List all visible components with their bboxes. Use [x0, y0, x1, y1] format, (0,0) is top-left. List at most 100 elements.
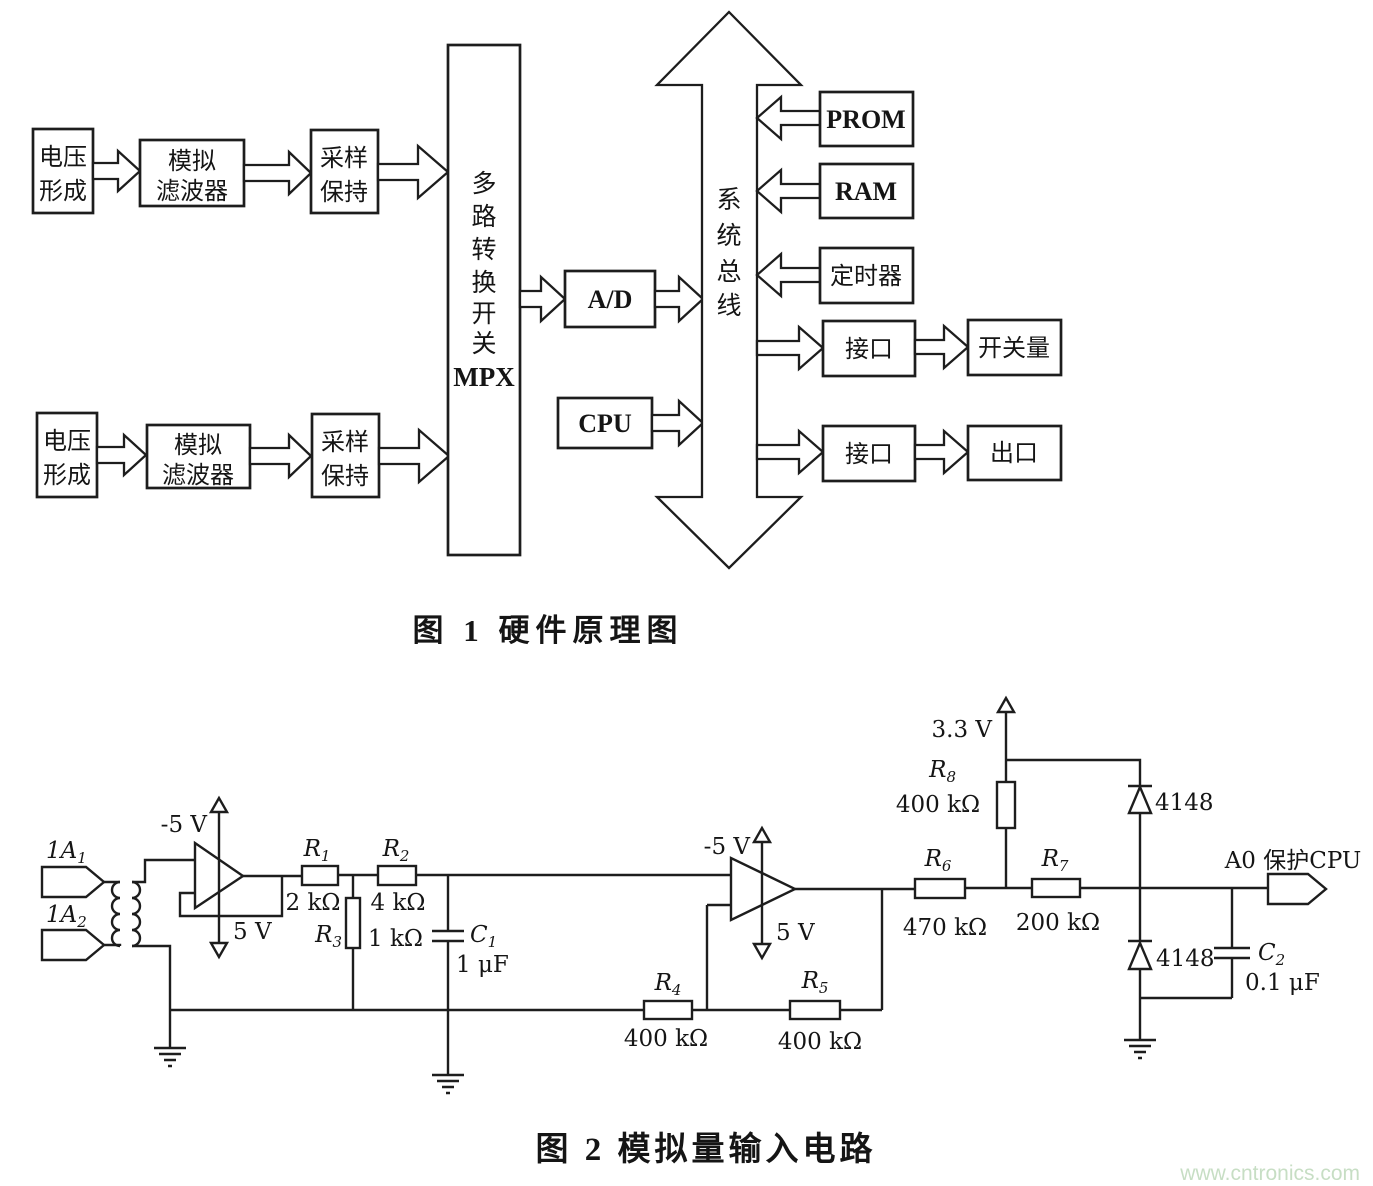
analog-filter-label2-l1: 模拟	[174, 432, 222, 459]
diode2-triangle	[1127, 939, 1153, 971]
sample-hold-label-l1: 采样	[320, 145, 368, 172]
r3-label: R3	[314, 922, 342, 951]
mpx-char-1: 多	[471, 170, 496, 198]
opamp2-vpos-label: 5 V	[776, 920, 815, 946]
analog-filter-label-l1: 模拟	[168, 148, 216, 175]
diode2-lead-bottom	[1138, 969, 1232, 1040]
input2-label: 1A2	[46, 902, 87, 931]
ground-symbol-clamp	[1124, 1038, 1156, 1060]
arrow-sample-to-mpx-bottom	[377, 427, 451, 485]
r4-label: R4	[654, 970, 682, 999]
analog-filter-label-l2: 滤波器	[156, 178, 228, 205]
arrow-sample-to-mpx-top	[376, 143, 450, 201]
diode1-label: 4148	[1155, 790, 1214, 816]
io1-box	[821, 319, 917, 378]
r2-body	[376, 864, 418, 887]
timer-label: 定时器	[830, 263, 902, 290]
c1-sub: 1	[488, 933, 498, 951]
diode1-triangle	[1127, 783, 1153, 815]
input2-terminal	[40, 928, 106, 962]
r4-ref: R	[654, 970, 672, 996]
sample-hold-label2-l2: 保持	[321, 463, 369, 490]
input1-terminal	[40, 865, 106, 899]
c1-label: C1	[470, 922, 497, 951]
opamp1-feedback-wire	[178, 876, 284, 918]
arrow-timer-to-bus	[755, 251, 822, 299]
r7-body	[1030, 877, 1082, 899]
prom-box	[818, 90, 915, 148]
c1-value: 1 μF	[456, 952, 509, 978]
output-label: A0 保护CPU	[1224, 848, 1362, 874]
voltage-forming-label2-l1: 电压	[43, 428, 91, 455]
opamp2-vneg-label: -5 V	[704, 834, 751, 860]
voltage-forming-label2-l2: 形成	[43, 462, 91, 489]
opamp1-vneg-label: -5 V	[161, 812, 208, 838]
r4-sub: 4	[671, 981, 682, 999]
io1-label: 接口	[845, 336, 893, 363]
arrow-bus-to-io2	[755, 428, 825, 476]
input2-sub: 2	[76, 913, 87, 931]
io2-label: 接口	[845, 441, 893, 468]
outlet-label: 出口	[990, 440, 1038, 467]
figure2-caption: 图 2 模拟量输入电路	[536, 1131, 877, 1168]
secondary-top-wire	[132, 858, 195, 884]
c2-label: C2	[1258, 940, 1285, 969]
mpx-char-6: 关	[471, 330, 496, 358]
mpx-label: MPX	[453, 362, 515, 392]
sample-hold-label2-l1: 采样	[321, 429, 369, 456]
diode2-label: 4148	[1156, 946, 1215, 972]
timer-box	[818, 246, 915, 305]
r6-ref: R	[924, 846, 942, 872]
analog-filter-box-bottom	[145, 423, 252, 490]
ground-symbol-c1	[432, 1073, 464, 1095]
r6-value: 470 kΩ	[903, 915, 987, 941]
r5-ref: R	[801, 968, 819, 994]
arrow-mpx-to-ad	[518, 274, 567, 324]
opamp2-vneg-arrow	[751, 825, 773, 844]
c2-plates	[1214, 946, 1250, 960]
arrow-bus-to-io1	[755, 324, 825, 372]
r1-label: R1	[303, 836, 331, 865]
switch-quantity-box	[966, 318, 1063, 377]
arrow-io1-to-switch	[913, 323, 970, 371]
arrow-ram-to-bus	[755, 167, 822, 215]
figure1-hardware-block-diagram: 电压 形成 模拟 滤波器 采样 保持 电压 形成 模拟 滤波器 采样 保持 多 …	[31, 10, 1063, 648]
ad-box	[563, 269, 657, 329]
r3-value: 1 kΩ	[368, 926, 423, 952]
r5-value: 400 kΩ	[778, 1029, 862, 1055]
arrow-voltage-to-filter-top	[91, 148, 142, 194]
r6-body	[913, 877, 967, 900]
c2-value: 0.1 μF	[1245, 970, 1320, 996]
r1-value: 2 kΩ	[286, 890, 341, 916]
opamp1-vpos-arrow	[208, 941, 230, 960]
input1-ref: 1A	[46, 838, 77, 864]
prom-label: PROM	[826, 105, 905, 134]
r6-sub: 6	[942, 857, 952, 875]
transformer-secondary-coil	[131, 880, 142, 948]
r1-sub: 1	[321, 847, 331, 865]
voltage-forming-box-top	[31, 127, 95, 215]
opamp2-vpos-arrow	[751, 942, 773, 961]
r3-body	[344, 896, 362, 950]
figure2-analog-input-circuit: 1A1 1A2 -5 V 5 V R1 2 kΩ R2 4 kΩ	[40, 695, 1362, 1168]
r7-sub: 7	[1059, 857, 1069, 875]
r2-value: 4 kΩ	[371, 890, 426, 916]
analog-filter-label2-l2: 滤波器	[162, 462, 234, 489]
arrow-filter-to-sample-bottom	[248, 432, 313, 480]
voltage-forming-label-l1: 电压	[39, 144, 87, 171]
r8-label: R8	[928, 757, 956, 786]
mpx-box	[446, 43, 522, 557]
ground-symbol-transformer	[154, 1046, 186, 1068]
r3-ref: R	[314, 922, 332, 948]
r2-ref: R	[382, 836, 400, 862]
switch-quantity-label: 开关量	[978, 335, 1050, 362]
r8-body	[995, 780, 1017, 830]
r1-ref: R	[303, 836, 321, 862]
cpu-label: CPU	[578, 409, 632, 438]
arrow-cpu-to-bus	[650, 398, 705, 448]
c1-plates	[432, 929, 464, 943]
sample-hold-label-l2: 保持	[320, 179, 368, 206]
mpx-char-3: 转	[471, 236, 496, 264]
